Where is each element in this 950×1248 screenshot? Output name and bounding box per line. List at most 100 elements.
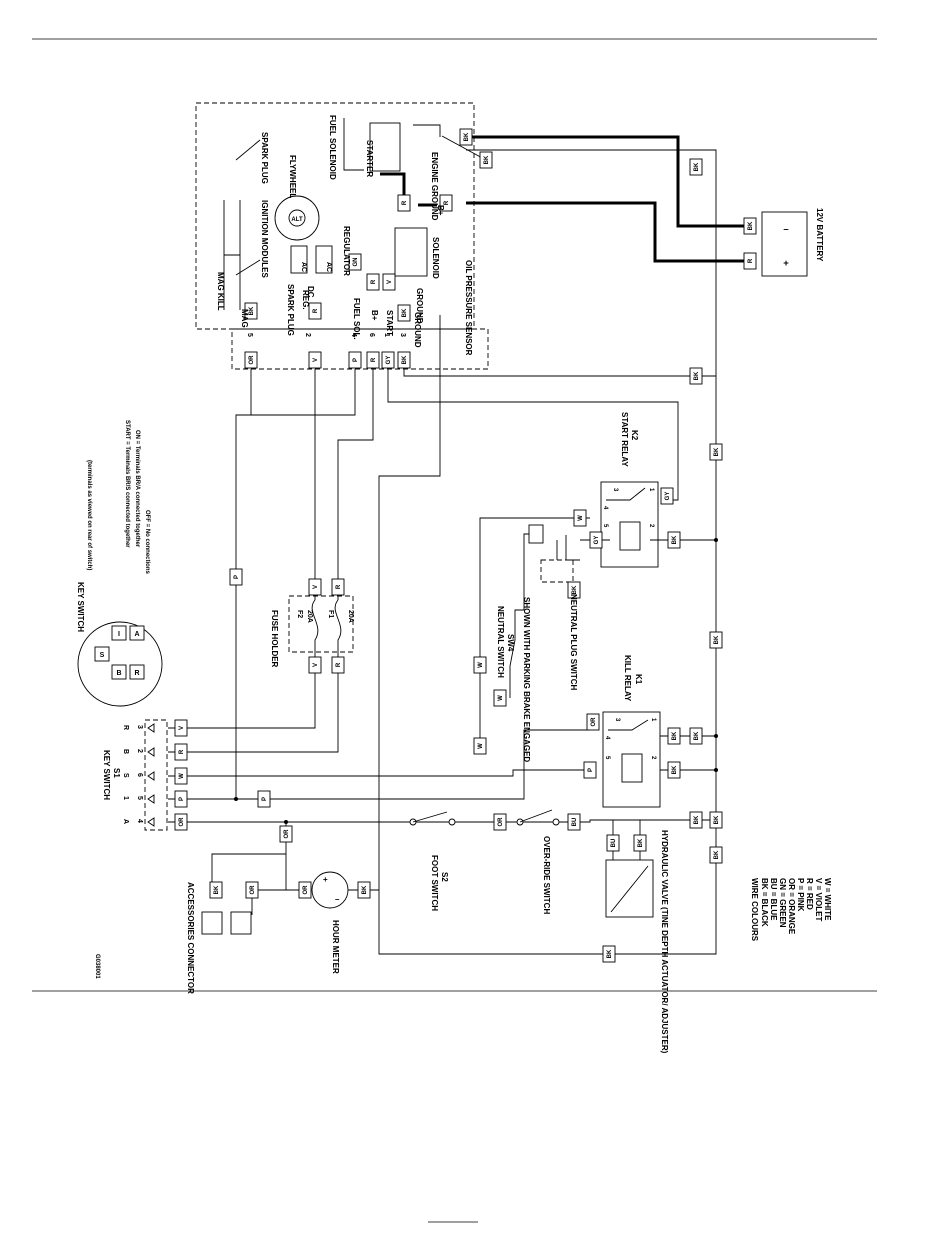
wire-colour-entry: W = WHITE — [823, 878, 832, 921]
svg-text:OR: OR — [591, 717, 597, 727]
kill-relay-contact — [608, 719, 649, 731]
wire-tag-v: V — [382, 273, 396, 291]
wire-tag-or: OR — [493, 813, 507, 831]
wire-tag-w: W — [473, 737, 487, 755]
key-switch-title-label: KEY SWITCH — [76, 582, 85, 632]
key-switch-s1-connector — [144, 719, 168, 831]
wire-fuel-p — [236, 369, 356, 416]
wire-tag-r: R — [174, 743, 188, 761]
wire-tag-bk: BK — [709, 443, 723, 461]
battery-negative-cable — [466, 135, 755, 228]
fuse-f1 — [334, 599, 342, 652]
svg-text:BK: BK — [672, 731, 678, 740]
svg-text:OR: OR — [498, 817, 504, 827]
svg-text:BK: BK — [748, 221, 754, 230]
fuse-f2 — [311, 599, 319, 652]
svg-text:OR: OR — [303, 885, 309, 895]
svg-text:BK: BK — [484, 155, 490, 164]
svg-text:BK: BK — [694, 815, 700, 824]
svg-text:BK: BK — [249, 306, 255, 315]
key-terminal-letter: R — [122, 725, 129, 730]
k1-label: K1 — [634, 674, 643, 685]
neutral-plug-switch — [540, 559, 574, 583]
wire-tag-bk: BK — [633, 834, 647, 852]
fuel-solenoid-label: FUEL SOLENOID — [328, 115, 337, 180]
wire-tag-bk: BK — [397, 351, 411, 369]
pin-ground-label: GROUND — [413, 312, 422, 348]
svg-text:BU: BU — [611, 839, 617, 848]
fuse-holder-box — [288, 595, 354, 653]
accessories-connector-2 — [230, 911, 252, 935]
wire-tag-bu: BU — [567, 813, 581, 831]
key-terminal-number: 2 — [136, 749, 143, 753]
foot-switch-contact-b — [448, 818, 456, 826]
wire-tag-or: OR — [298, 881, 312, 899]
svg-text:W: W — [478, 743, 484, 749]
wire-tag-or: OR — [279, 825, 293, 843]
wire-tag-bk: BK — [689, 727, 703, 745]
battery-positive-cable — [466, 201, 755, 263]
mag-kill-label: MAG KILL — [216, 272, 225, 311]
wire-key-s-w — [168, 769, 586, 777]
wire-tag-bu: BU — [606, 834, 620, 852]
key-switch-s1-label: KEY SWITCH — [102, 750, 111, 800]
svg-text:V: V — [313, 663, 319, 667]
wire-tag-or: OR — [244, 351, 258, 369]
ac2-label: AC — [325, 262, 332, 272]
wire-tag-bk: BK — [709, 846, 723, 864]
wire-colour-entry: BU = BLUE — [769, 878, 778, 921]
wire-tag-bk: BK — [667, 727, 681, 745]
override-switch — [519, 809, 553, 823]
connector-pin-number: 3 — [399, 333, 406, 337]
pin-bplus-label: B+ — [370, 310, 379, 321]
connector-pin-number: 1 — [383, 333, 390, 337]
start-relay-coil — [619, 521, 641, 551]
wire-tag-bk: BK — [397, 304, 411, 322]
svg-text:R: R — [371, 279, 377, 284]
wire-tag-w: W — [473, 656, 487, 674]
key-terminal-letter: S — [122, 773, 129, 778]
junction-p — [234, 797, 238, 801]
engine-connections-box — [195, 102, 475, 330]
svg-text:BK: BK — [694, 162, 700, 171]
wire-tag-bk: BK — [357, 881, 371, 899]
wire-tag-v: V — [174, 719, 188, 737]
svg-text:V: V — [313, 585, 319, 589]
wire-tag-w: W — [573, 509, 587, 527]
wire-tag-r: R — [397, 194, 411, 212]
wire-key-1-p — [168, 729, 590, 800]
neutral-switch-label: NEUTRAL SWITCH — [496, 606, 505, 678]
wire-colour-entry: OR = ORANGE — [787, 878, 796, 935]
wire-tag-bk: BK — [602, 945, 616, 963]
wire-tag-r: R — [366, 351, 380, 369]
relay-pin-number: 2 — [650, 756, 656, 760]
key-switch-face — [77, 621, 163, 707]
wire-tag-w: W — [174, 767, 188, 785]
pin-fuel-sol-label: FUEL SOL. — [352, 298, 361, 340]
engine-ground-wire — [441, 135, 487, 161]
svg-text:OR: OR — [249, 355, 255, 365]
pin-reg-label: REG. — [301, 290, 310, 310]
key-legend-on-label: ON = Terminals BR/A connected together — [134, 430, 140, 548]
relay-pin-number: 4 — [602, 506, 608, 510]
connector-pin-number: 5 — [246, 333, 253, 337]
relay-pin-number: 5 — [604, 756, 610, 760]
wire-tag-bk: BK — [244, 302, 258, 320]
wire-tag-bk: BK — [689, 158, 703, 176]
pin-start-label: START — [385, 310, 394, 336]
key-terminal-s — [94, 646, 110, 662]
key-terminal-number: 3 — [136, 725, 143, 729]
pin-mag-label: MAG — [240, 309, 249, 328]
starter-label: STARTER — [365, 140, 374, 177]
wire-tag-p: P — [257, 790, 271, 808]
wire-tag-bk: BK — [209, 881, 223, 899]
spark-plug-1-label: SPARK PLUG — [260, 132, 269, 184]
neutral-switch-body — [528, 524, 544, 544]
ground-bus-wire — [378, 149, 717, 955]
hour-meter-plus: + — [323, 875, 328, 884]
junction-start-relay — [714, 538, 718, 542]
svg-text:BK: BK — [672, 765, 678, 774]
accessories-connector-1 — [201, 911, 223, 935]
connector-pin-number: 4 — [350, 333, 357, 337]
key-legend-off-label: OFF = No connections — [144, 510, 150, 575]
